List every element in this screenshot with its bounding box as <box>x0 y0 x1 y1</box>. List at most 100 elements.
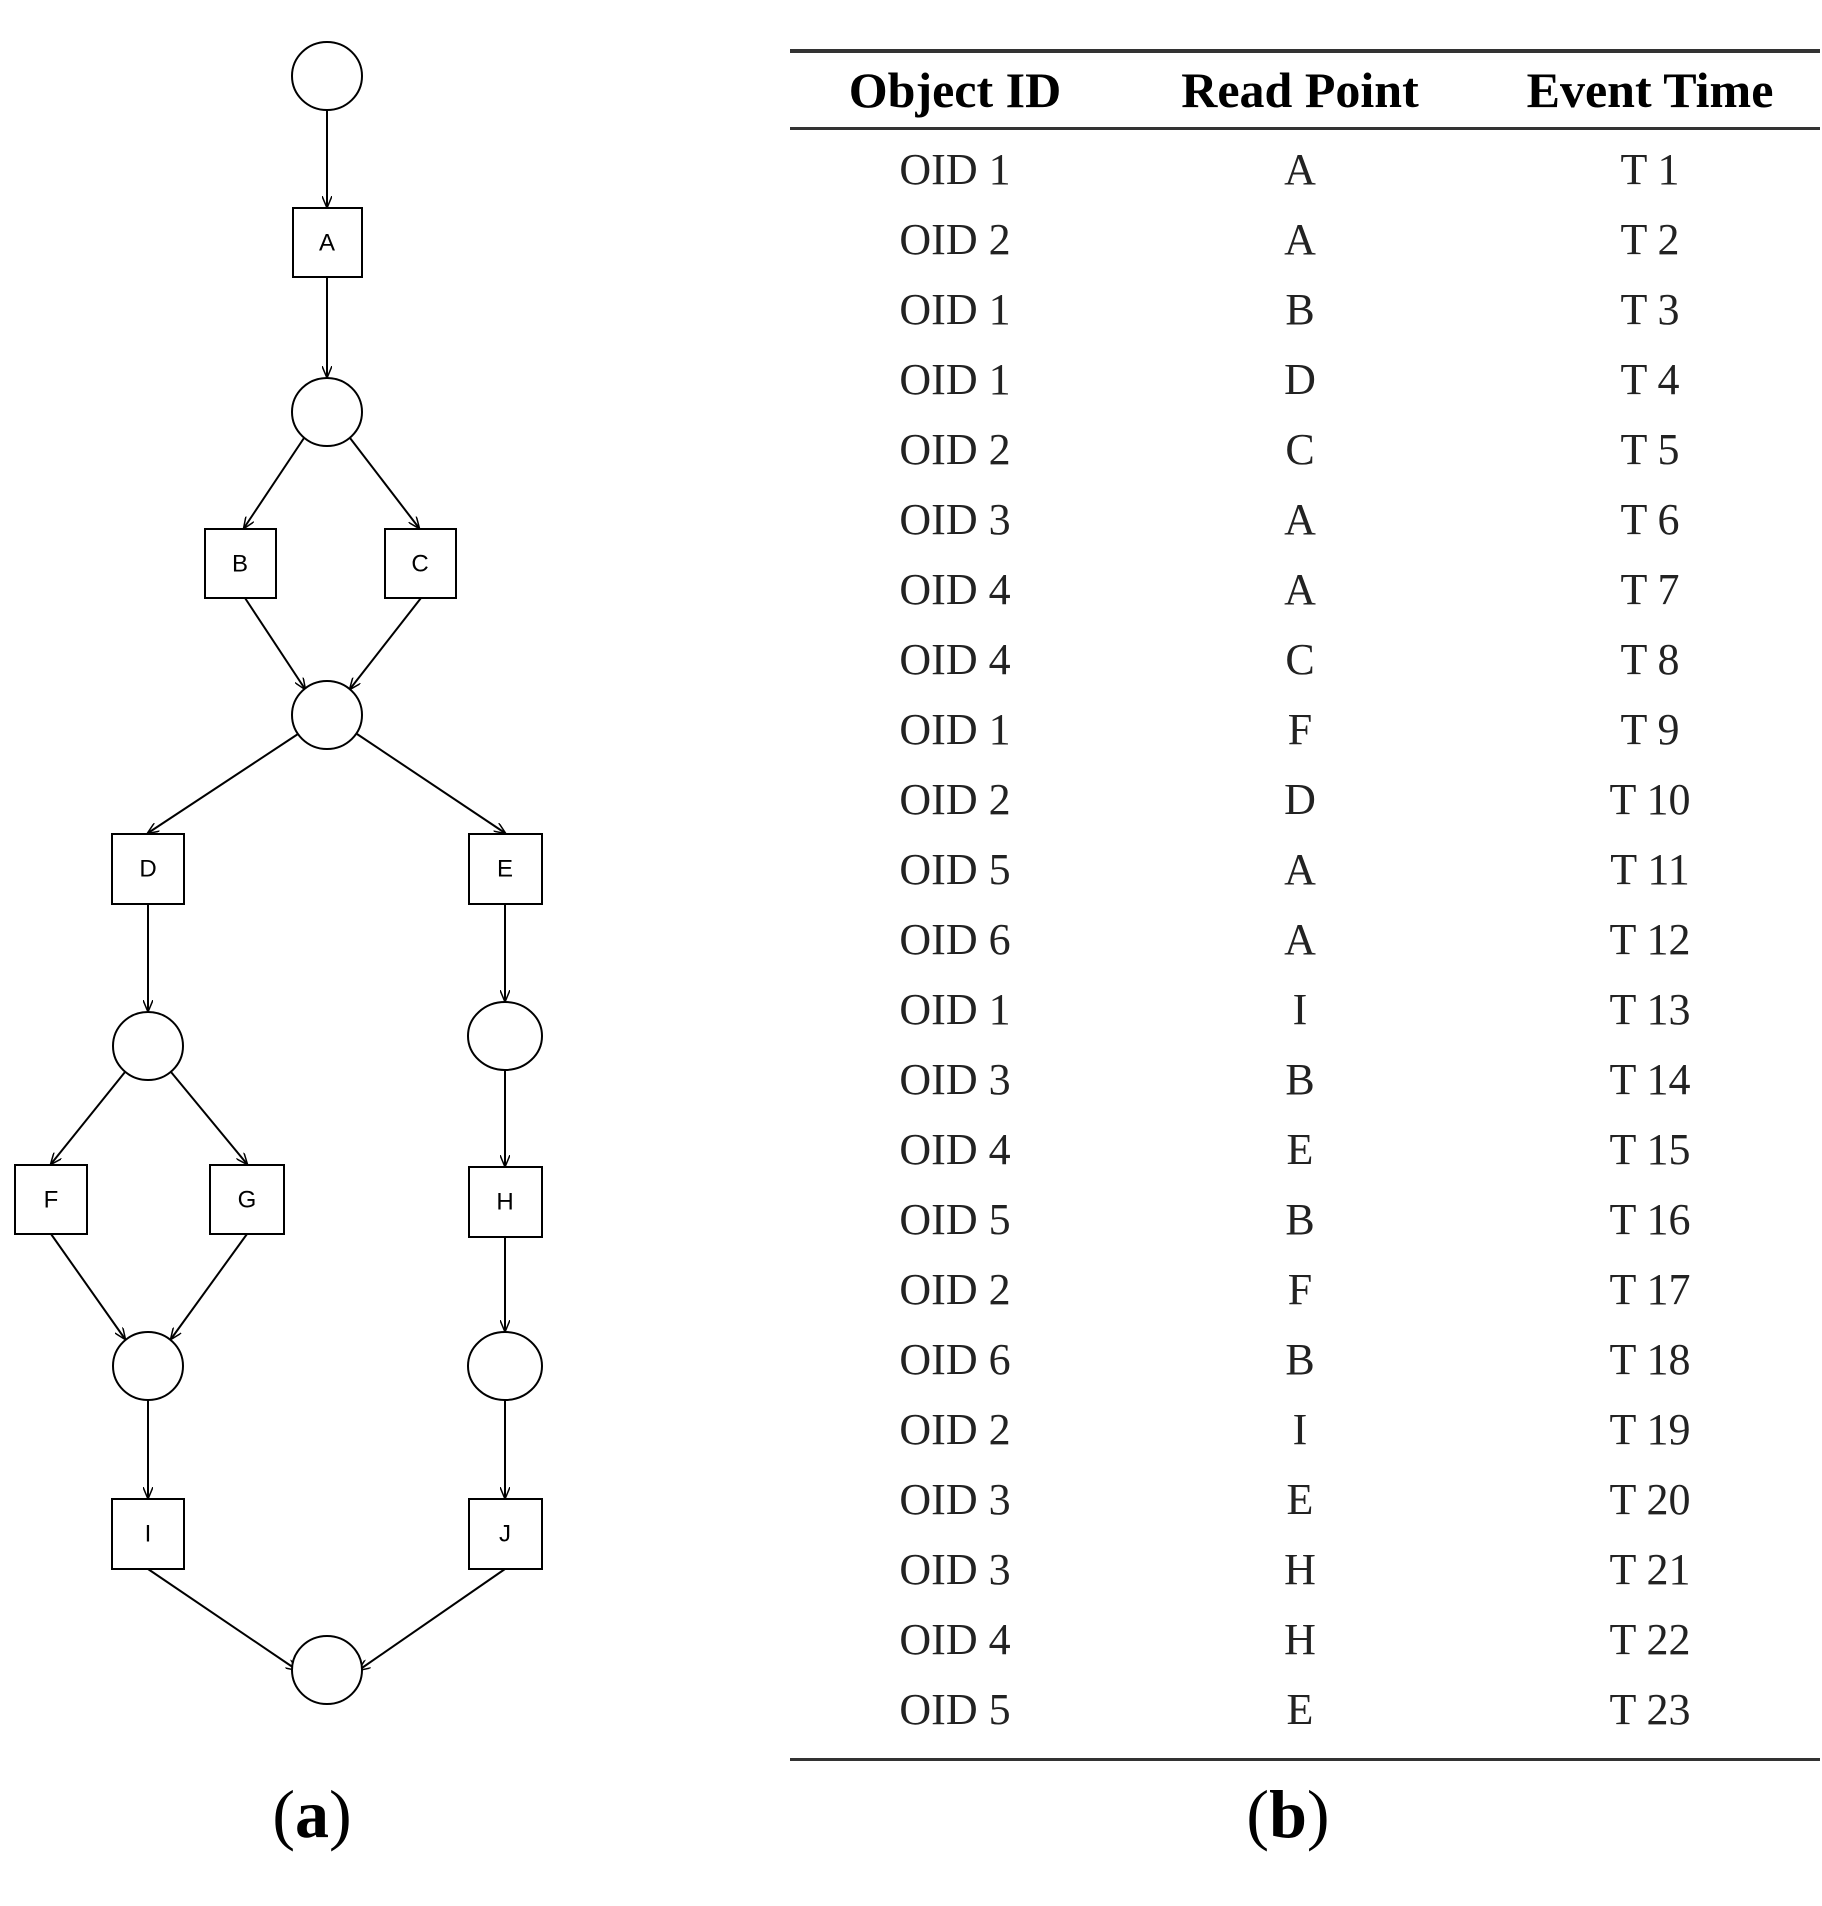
cell-object-id: OID 4 <box>899 564 1011 614</box>
arc-merge-d <box>148 733 299 833</box>
transition-B: B <box>204 528 277 599</box>
header-event-time: Event Time <box>1526 62 1774 118</box>
table-row: OID 6 B T 18 <box>790 1324 1820 1394</box>
table-top-rule <box>790 49 1820 53</box>
transition-F: F <box>14 1164 88 1235</box>
table-row: OID 6 A T 12 <box>790 904 1820 974</box>
transition-D: D <box>111 833 185 905</box>
cell-read-point: D <box>1284 774 1316 824</box>
transition-A-label: A <box>319 230 335 257</box>
cell-event-time: T 1 <box>1620 144 1680 194</box>
cell-object-id: OID 4 <box>899 634 1011 684</box>
cell-event-time: T 10 <box>1609 774 1691 824</box>
transition-E-label: E <box>497 856 513 883</box>
cell-object-id: OID 6 <box>899 914 1011 964</box>
cell-event-time: T 15 <box>1609 1124 1691 1174</box>
cell-read-point: A <box>1284 844 1316 894</box>
cell-event-time: T 16 <box>1609 1194 1691 1244</box>
cell-event-time: T 7 <box>1620 564 1680 614</box>
transition-H-label: H <box>496 1189 513 1216</box>
place-after-e <box>467 1001 543 1071</box>
cell-object-id: OID 2 <box>899 214 1011 264</box>
table-header: Object ID Read Point Event Time <box>790 53 1820 127</box>
cell-read-point: A <box>1284 564 1316 614</box>
diagram-arcs <box>51 110 505 1670</box>
arc-place-g <box>170 1071 247 1164</box>
cell-object-id: OID 2 <box>899 424 1011 474</box>
cell-object-id: OID 5 <box>899 1194 1011 1244</box>
cell-read-point: E <box>1286 1684 1314 1734</box>
cell-object-id: OID 1 <box>899 704 1011 754</box>
cell-read-point: B <box>1285 1334 1315 1384</box>
cell-object-id: OID 1 <box>899 284 1011 334</box>
cell-event-time: T 18 <box>1609 1334 1691 1384</box>
caption-a-letter: a <box>295 1776 329 1852</box>
caption-b-open: ( <box>1246 1776 1270 1852</box>
arc-place-f <box>51 1071 126 1164</box>
place-after-a <box>291 377 363 447</box>
cell-event-time: T 14 <box>1609 1054 1691 1104</box>
cell-event-time: T 19 <box>1609 1404 1691 1454</box>
transition-J: J <box>468 1498 543 1570</box>
cell-event-time: T 3 <box>1620 284 1680 334</box>
cell-read-point: B <box>1285 284 1315 334</box>
cell-object-id: OID 4 <box>899 1614 1011 1664</box>
transition-D-label: D <box>139 856 156 883</box>
place-start <box>291 41 363 111</box>
transition-G: G <box>209 1164 285 1235</box>
transition-J-label: J <box>499 1521 511 1548</box>
table-bottom-rule <box>790 1758 1820 1761</box>
transition-C-label: C <box>411 551 428 578</box>
table-row: OID 4 A T 7 <box>790 554 1820 624</box>
cell-read-point: F <box>1287 704 1313 754</box>
caption-b: (b) <box>1138 1775 1438 1854</box>
process-diagram: A B C D E F G H <box>14 41 543 1705</box>
arc-f-merge <box>50 1233 125 1339</box>
diagram-transitions: A B C D E F G H <box>14 207 543 1570</box>
table-row: OID 1 F T 9 <box>790 694 1820 764</box>
place-end <box>291 1635 363 1705</box>
cell-read-point: B <box>1285 1054 1315 1104</box>
cell-object-id: OID 2 <box>899 1404 1011 1454</box>
caption-a-close: ) <box>329 1776 352 1852</box>
transition-I: I <box>111 1498 185 1570</box>
cell-read-point: H <box>1284 1544 1316 1594</box>
table-row: OID 1 B T 3 <box>790 274 1820 344</box>
transition-G-label: G <box>238 1187 257 1214</box>
cell-object-id: OID 1 <box>899 144 1011 194</box>
arc-b-merge <box>244 597 305 689</box>
cell-event-time: T 12 <box>1609 914 1691 964</box>
cell-read-point: I <box>1292 984 1308 1034</box>
cell-event-time: T 20 <box>1609 1474 1691 1524</box>
cell-event-time: T 9 <box>1620 704 1680 754</box>
arc-c-merge <box>350 597 422 689</box>
cell-event-time: T 13 <box>1609 984 1691 1034</box>
cell-object-id: OID 5 <box>899 1684 1011 1734</box>
caption-b-close: ) <box>1306 1776 1330 1852</box>
table-row: OID 1 A T 1 <box>790 134 1820 204</box>
cell-read-point: A <box>1284 144 1316 194</box>
cell-read-point: E <box>1286 1474 1314 1524</box>
diagram-places <box>112 41 543 1705</box>
event-table: Object ID Read Point Event Time OID 1 A T … <box>790 49 1820 1761</box>
header-object-id: Object ID <box>848 62 1062 118</box>
cell-read-point: C <box>1285 634 1315 684</box>
cell-object-id: OID 6 <box>899 1334 1011 1384</box>
arc-j-end <box>359 1568 506 1670</box>
arc-g-merge <box>171 1233 248 1339</box>
cell-read-point: A <box>1284 914 1316 964</box>
place-merge-fg <box>112 1331 184 1401</box>
cell-read-point: H <box>1284 1614 1316 1664</box>
